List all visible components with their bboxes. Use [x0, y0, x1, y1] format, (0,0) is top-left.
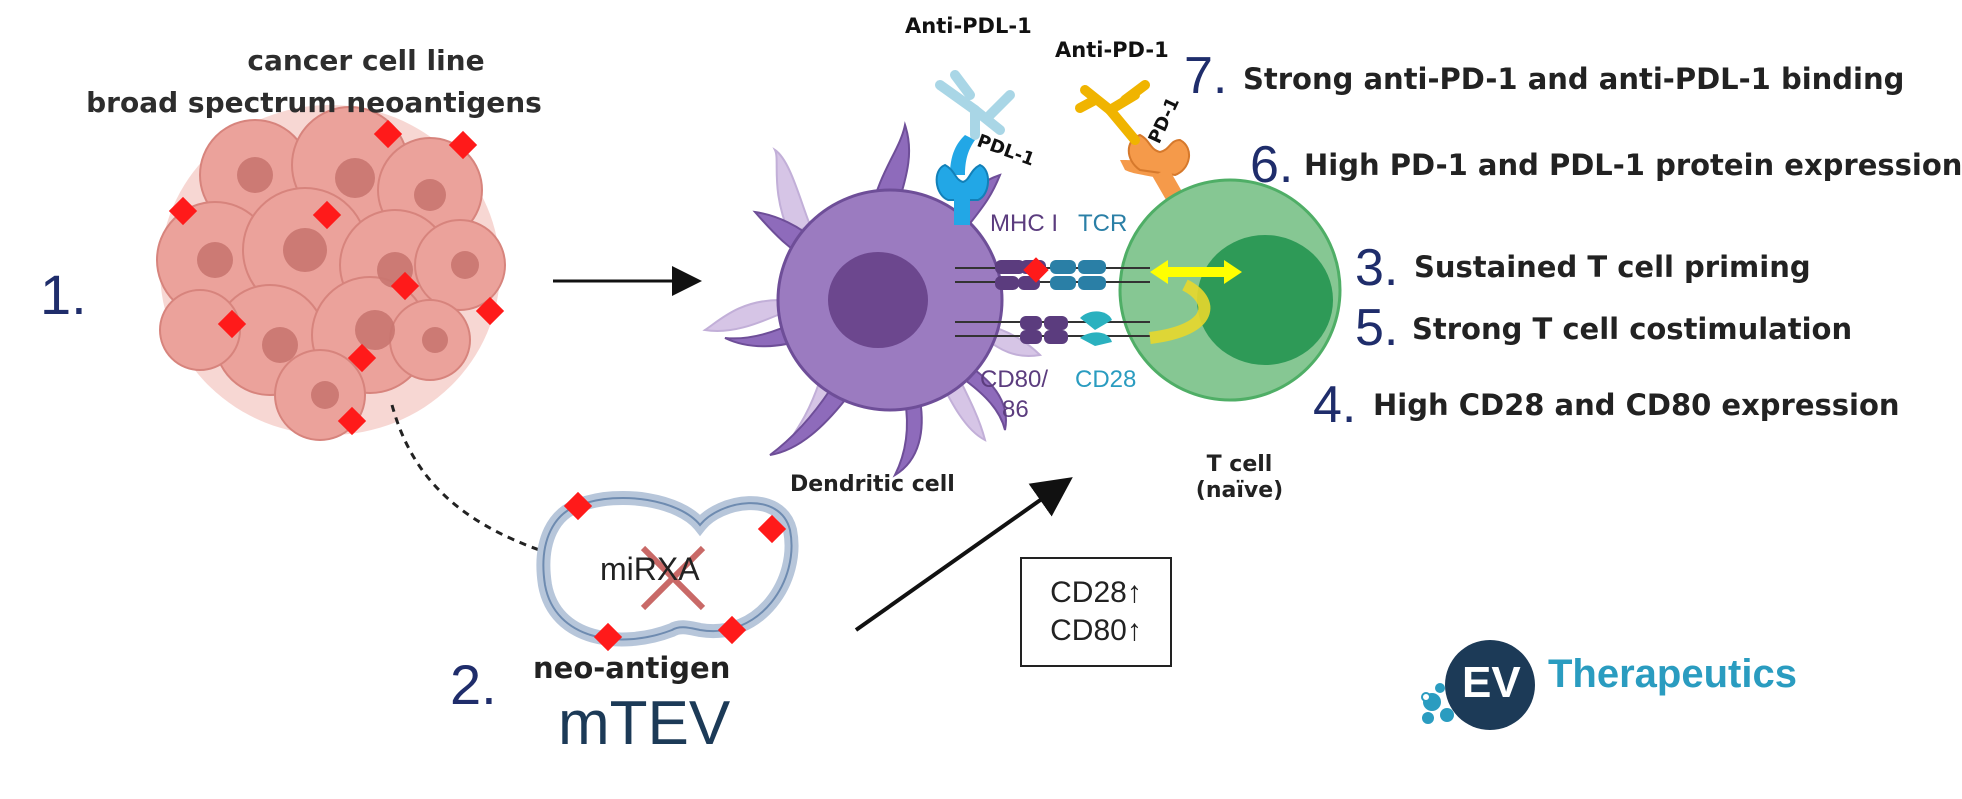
step-4-text: High CD28 and CD80 expression	[1373, 388, 1900, 422]
tcr-molecule	[1050, 260, 1106, 290]
pdl1-receptor	[935, 135, 989, 225]
cd28-label: CD28	[1075, 366, 1137, 393]
vesicle-antigens	[563, 491, 787, 652]
step-3-text: Sustained T cell priming	[1414, 250, 1811, 284]
anti-pd1-antibody	[1075, 80, 1150, 145]
tcell-label-line2: (naïve)	[1195, 478, 1284, 503]
tcr-label: TCR	[1078, 210, 1128, 237]
diagram-canvas	[156, 70, 1535, 730]
tumor-cluster	[156, 105, 506, 441]
tumor-title-line1: cancer cell line	[247, 44, 485, 77]
step-7-number: 7.	[1184, 47, 1228, 105]
ev-logo-icon	[1421, 640, 1535, 730]
logo-name: Therapeutics	[1548, 652, 1797, 696]
anti-pd1-label: Anti-PD-1	[1055, 38, 1169, 62]
dotted-link	[390, 404, 549, 555]
step-2-number: 2.	[450, 653, 497, 716]
arrow-mtev-to-cells	[854, 477, 1073, 632]
step-5-number: 5.	[1355, 299, 1399, 357]
vesicle-cargo-label: miRXA	[600, 551, 700, 587]
logo-mark: EV	[1462, 658, 1521, 707]
mhc-label: MHC I	[990, 210, 1058, 237]
expression-box: CD28↑ CD80↑	[1020, 557, 1172, 667]
tcell-label-line1: T cell	[1206, 452, 1273, 477]
neo-antigen-label: neo-antigen	[533, 651, 731, 685]
step-4-number: 4.	[1313, 376, 1357, 434]
immune-synapse	[955, 257, 1242, 346]
cross-icon	[640, 545, 706, 611]
step-3-number: 3.	[1355, 239, 1399, 297]
step-5-text: Strong T cell costimulation	[1412, 312, 1853, 346]
step-6-number: 6.	[1250, 136, 1294, 194]
dendritic-cell-label: Dendritic cell	[790, 472, 955, 497]
mtev-label: mTEV	[558, 689, 731, 758]
box-line1: CD28↑	[1050, 576, 1142, 609]
step-1-number: 1.	[40, 263, 87, 326]
step-7-text: Strong anti-PD-1 and anti-PDL-1 binding	[1243, 62, 1905, 96]
cd28-molecule	[1080, 311, 1112, 346]
box-line2: CD80↑	[1050, 614, 1142, 647]
cd80-label-line1: CD80/	[980, 366, 1049, 393]
tumor-title-line2: broad spectrum neoantigens	[86, 86, 542, 119]
step-6-text: High PD-1 and PDL-1 protein expression	[1304, 148, 1962, 182]
vesicle	[536, 490, 799, 652]
dendritic-cell	[702, 121, 1043, 478]
anti-pdl1-antibody	[935, 70, 1015, 140]
cd80-label-line2: 86	[1002, 396, 1029, 423]
anti-pdl1-label: Anti-PDL-1	[905, 14, 1032, 38]
signal-arrow	[1149, 279, 1211, 344]
t-cell	[1118, 178, 1342, 402]
cd80-molecule	[1020, 316, 1068, 344]
